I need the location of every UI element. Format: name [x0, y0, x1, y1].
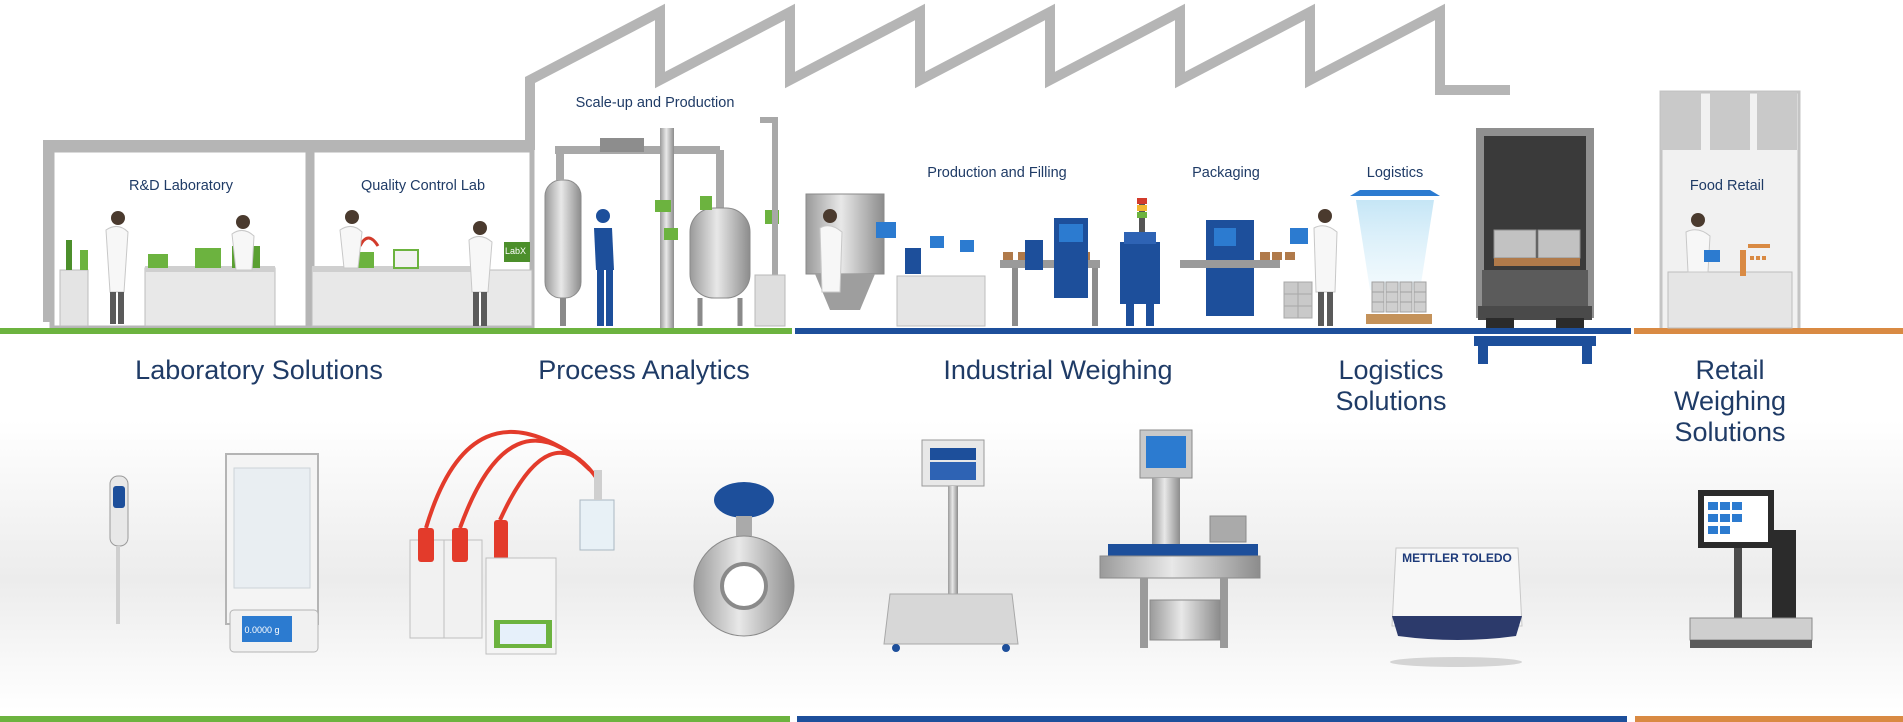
- process-plant-scene: [544, 117, 786, 328]
- checkweigher-product: [1099, 429, 1261, 648]
- truck: [1474, 128, 1596, 364]
- analytical-balance-product: 0.0000 g: [225, 453, 319, 653]
- process-sensor-product: [693, 482, 795, 637]
- retail-scale-product: [1689, 490, 1813, 648]
- logistics-scene: [1283, 190, 1440, 326]
- category-process-analytics[interactable]: Process Analytics: [538, 355, 750, 385]
- food-retail-scene: [1667, 213, 1793, 329]
- floor-line-orange: [1634, 328, 1903, 334]
- category-retail-weighing-solutions[interactable]: Retail Weighing Solutions: [1673, 355, 1787, 447]
- zone-label-logistics: Logistics: [1366, 165, 1424, 181]
- zone-label-rd-lab: R&D Laboratory: [129, 178, 233, 194]
- category-laboratory-solutions[interactable]: Laboratory Solutions: [135, 355, 383, 385]
- category-logistics-solutions[interactable]: Logistics Solutions: [1335, 355, 1447, 416]
- qc-lab-scene: [311, 210, 533, 327]
- floor-line-green: [0, 328, 792, 334]
- pipette-product: [109, 475, 129, 624]
- labx-screen-label: LabX: [505, 246, 527, 256]
- zone-label-packaging: Packaging: [1192, 165, 1260, 181]
- bottom-line-blue: [797, 716, 1627, 722]
- bottom-line-green: [0, 716, 790, 722]
- packaging-scene: [1120, 198, 1295, 326]
- zone-label-scale-up: Scale-up and Production: [575, 95, 735, 111]
- rd-lab-scene: [59, 211, 276, 327]
- zone-label-production-filling: Production and Filling: [927, 165, 1067, 181]
- bottom-line-orange: [1635, 716, 1903, 722]
- category-industrial-weighing[interactable]: Industrial Weighing: [943, 355, 1173, 385]
- mettler-toledo-logo: METTLER TOLEDO: [1402, 551, 1512, 565]
- zone-label-food-retail: Food Retail: [1689, 178, 1765, 194]
- titrator-product: [409, 430, 615, 655]
- factory-outline: [43, 3, 1510, 322]
- floor-line-blue: [795, 328, 1631, 334]
- dimensioner-product: METTLER TOLEDO: [1390, 547, 1523, 667]
- balance-readout: 0.0000 g: [244, 625, 279, 635]
- zone-label-qc-lab: Quality Control Lab: [360, 178, 486, 194]
- platform-scale-product: [883, 439, 1019, 652]
- production-filling-scene: [805, 193, 1100, 327]
